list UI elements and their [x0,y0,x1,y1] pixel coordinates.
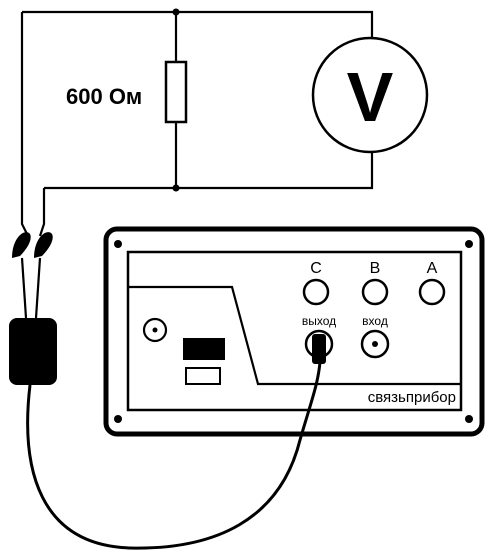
screw-icon [465,240,473,248]
jack-b [361,278,389,306]
panel-divider [128,285,461,386]
input-label: вход [362,314,388,328]
output-plug [312,334,326,364]
resistor [164,60,188,124]
voltmeter-symbol: V [347,58,394,136]
alligator-clip-right-icon [34,232,53,258]
bottom-wire [44,152,374,190]
plug-body [9,318,57,385]
instrument-panel [126,250,463,412]
output-label: выход [302,314,336,328]
jack-c [302,278,330,306]
left-wire [20,12,29,237]
voltmeter [311,36,429,154]
circuit-wires [20,10,374,237]
resistor-label: 600 Ом [66,84,142,109]
panel-switch [185,367,221,385]
junction-dot-bottom [172,184,180,192]
jack-a [418,278,446,306]
bottom-wire-drop [38,188,46,237]
jack-label-c: C [310,260,322,277]
brand-label: связьприбор [368,389,456,406]
measuring-instrument: C B A выход вход связьприбор [103,226,485,437]
panel-display [183,338,225,360]
panel-knob-center [152,327,158,333]
alligator-clip-left-icon [12,232,31,258]
output-cable [26,361,322,550]
jack-label-b: B [370,260,381,277]
clip-leads [20,257,42,319]
screw-icon [114,240,122,248]
screw-icon [114,415,122,423]
top-wire [22,10,374,38]
screw-icon [465,415,473,423]
alligator-clips [12,232,53,319]
input-jack-center [372,341,378,347]
junction-dot-top [172,8,180,16]
jack-label-a: A [427,260,438,277]
